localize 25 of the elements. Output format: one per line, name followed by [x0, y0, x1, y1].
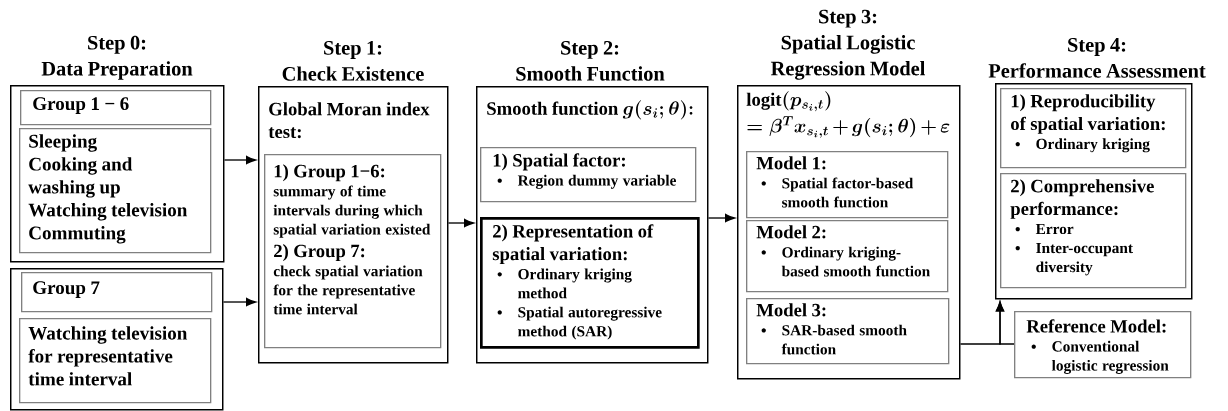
content-box: 1) Reproducibility of spatial variation: Ordinary kriging: [1000, 88, 1187, 169]
content-box: 2) Comprehensive performance: Error Inter-occupant diversity: [1000, 173, 1187, 289]
step-heading: Step 1: Check Existence: [282, 41, 424, 81]
activity-box: Watching television for representative time interval: [19, 318, 212, 404]
arrow: [222, 297, 256, 307]
model-box: Model 1: Spatial factor-based smooth function: [746, 151, 949, 219]
model-box: Model 3: SAR-based smooth function: [746, 298, 950, 365]
arrow: [447, 218, 474, 228]
group-label-box: Group 7: [21, 272, 213, 313]
step-heading: Step 2: Smooth Function: [516, 41, 665, 81]
step-heading: Step 0: Data Preparation: [41, 35, 193, 80]
group-box: [10, 85, 225, 263]
step-heading: Step 3: Spatial Logistic Regression Model: [770, 9, 926, 80]
activity-box: Sleeping Cooking and washing up Watching television Commuting: [19, 128, 212, 254]
group-box: [10, 268, 224, 411]
step-heading: Step 4: Performance Assessment: [988, 38, 1206, 78]
arrow: [707, 213, 735, 223]
content-box: 2) Representation of spatial variation: Ordinary kriging method Spatial autoregressive method (SAR): [480, 217, 700, 349]
content-box: 1) Group 1−6: summary of time intervals during which spatial variation existed 2) Group 7: check spatial variation for the representative time interval: [264, 154, 442, 349]
content-box: 1) Spatial factor: Region dummy variable: [480, 147, 697, 203]
arrow: [995, 301, 1015, 345]
reference-box: Reference Model: Conventional logistic regression: [1014, 311, 1192, 379]
arrow: [223, 155, 256, 165]
group-label-box: Group 1 − 6: [20, 90, 212, 126]
model-box: Model 2: Ordinary kriging-based smooth function: [746, 220, 949, 293]
